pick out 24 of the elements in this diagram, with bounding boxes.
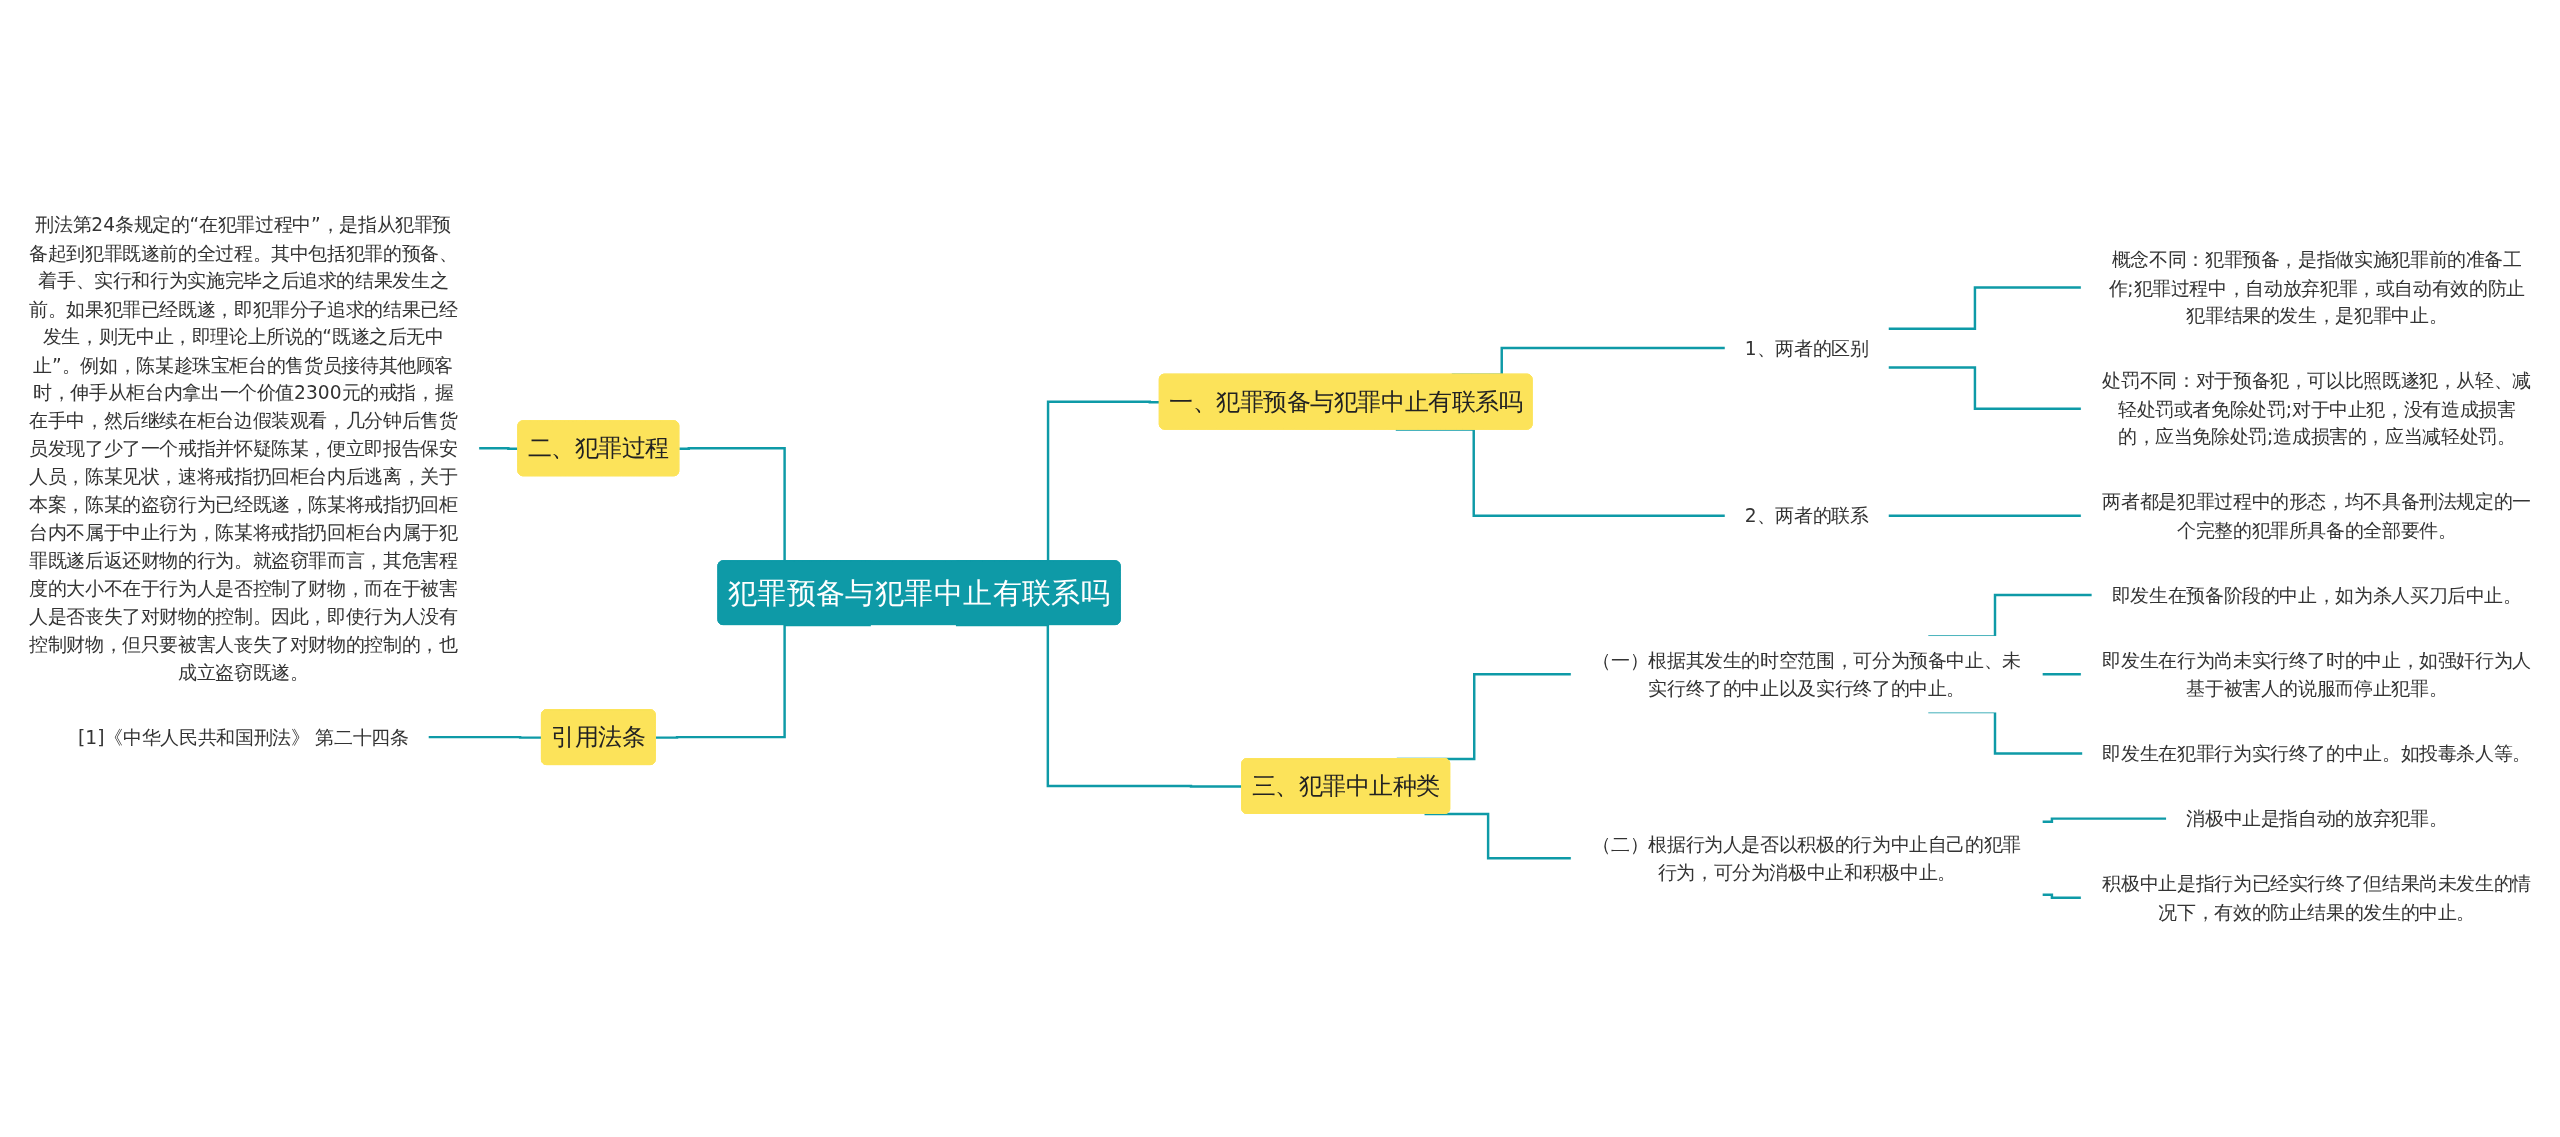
node-text: 1、两者的区别 <box>1744 337 1869 359</box>
connector <box>2042 673 2082 676</box>
node-text: 即发生在犯罪行为实行终了的中止。如投毒杀人等。 <box>2102 742 2532 765</box>
connector <box>478 447 519 451</box>
connector <box>1888 286 2082 331</box>
node-text: 2、两者的联系 <box>1744 505 1869 527</box>
node-text: [1]《中华人民共和国刑法》 第二十四条 <box>78 726 409 748</box>
connector <box>2042 893 2082 900</box>
node-text: 即发生在行为尚未实行终了时的中止，如强奸行为人基于被害人的说服而停止犯罪。 <box>2102 649 2532 699</box>
connector <box>655 624 871 740</box>
node-text: 积极中止是指行为已经实行终了但结果尚未发生的情况下，有效的防止结果的发生的中止。 <box>2102 873 2532 923</box>
node-text: 刑法第24条规定的“在犯罪过程中”，是指从犯罪预备起到犯罪既遂前的全过程。其中包括犯罪的预备、着手、实行和行为实施完毕之后追求的结果发生之前。如果犯罪已经既遂，即犯罪分子追求的结果已经发生，则无中止，即理论上所说的“既遂之后无中止”。例如，陈某趁珠宝柜台的售货员接待其他顾客时，伸手从柜台内拿出一个价值2300元的戒指，握在手中，然后继续在柜台边假装观看，几分钟后售货员发现了少了一个戒指并怀疑陈某，便立即报告保安人员，陈某见状，速将戒指扔回柜台内后逃离，关于本案，陈某的盗窃行为已经既遂，陈某将戒指扔回柜台内不属于中止行为，陈某将戒指扔回柜台内属于犯罪既遂后返还财物的行为。就盗窃罪而言，其危害程度的大小不在于行为人是否控制了财物，而在于被害人是否丧失了对财物的控制。因此，即使行为人没有控制财物，但只要被害人丧失了对财物的控制的，也成立盗窃既遂。 <box>28 213 458 683</box>
connector <box>1888 366 2082 411</box>
node-text: 消极中止是指自动的放弃犯罪。 <box>2186 807 2448 830</box>
node-text: 处罚不同：对于预备犯，可以比照既遂犯，从轻、减轻处罚或者免除处罚;对于中止犯，没有造成损害的，应当免除处罚;造成损害的，应当减轻处罚。 <box>2102 369 2532 448</box>
node-text: 概念不同：犯罪预备，是指做实施犯罪前的准备工作;犯罪过程中，自动放弃犯罪，或自动有效的防止犯罪结果的发生，是犯罪中止。 <box>2108 248 2525 327</box>
connector <box>2042 817 2167 824</box>
node-text: 即发生在预备阶段的中止，如为杀人买刀后中止。 <box>2111 584 2522 606</box>
node-text: （二）根据行为人是否以积极的行为中止自己的犯罪行为，可分为消极中止和积极中止。 <box>1592 833 2022 884</box>
connector <box>428 736 542 740</box>
connector <box>1424 813 1572 860</box>
connector <box>955 624 1243 788</box>
connector <box>1888 514 2082 518</box>
node-text: 两者都是犯罪过程中的形态，均不具备刑法规定的一个完整的犯罪所具备的全部要件。 <box>2102 491 2532 541</box>
